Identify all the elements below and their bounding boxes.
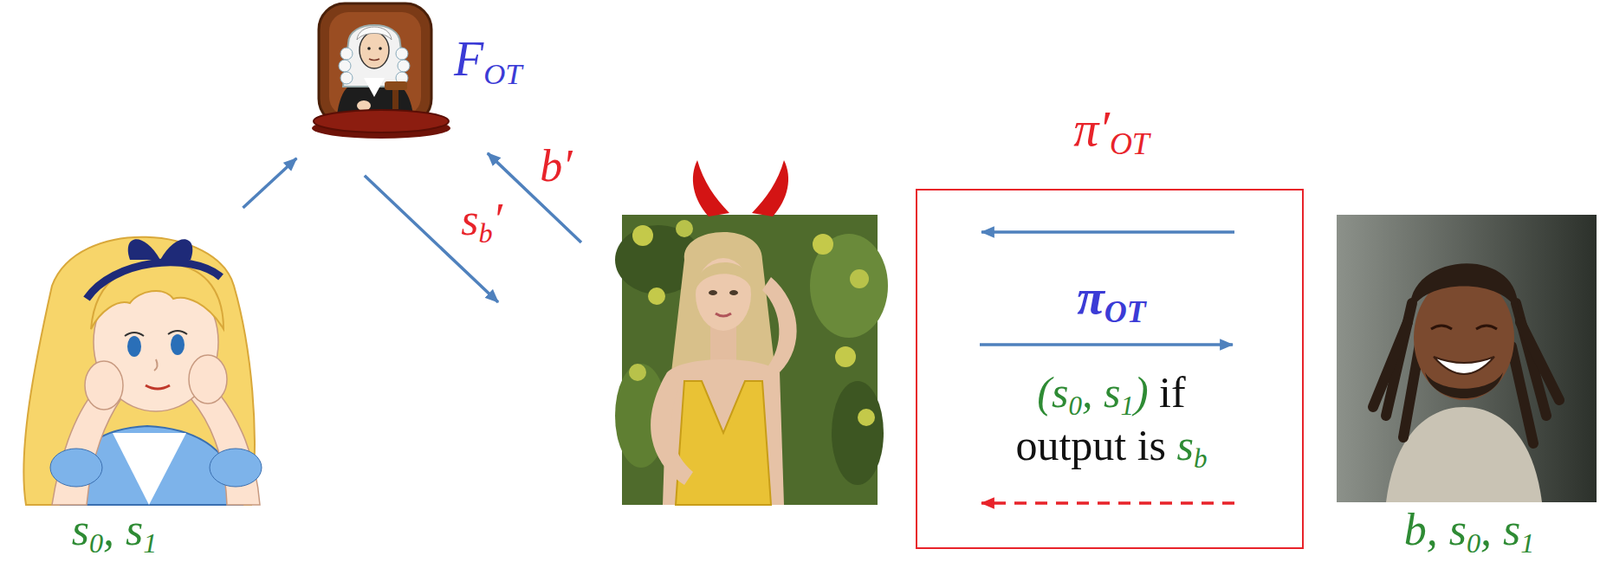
functionality-label: FOT xyxy=(453,31,523,92)
dashed-message-arrow xyxy=(981,501,1235,506)
text-run: OT xyxy=(483,57,522,91)
message-label: b′ xyxy=(536,141,576,191)
adversary-party xyxy=(621,158,878,506)
text-run: s xyxy=(460,194,479,245)
text-run: π′ xyxy=(1073,100,1110,157)
protocol-messages xyxy=(979,232,1235,504)
text-run: 0 xyxy=(1466,527,1481,559)
text-run: OT xyxy=(1109,126,1150,162)
protocol-condition: (s0, s1) if output is sb xyxy=(990,368,1233,475)
protocol-box: π′OTπOT(s0, s1) if output is sb xyxy=(915,188,1304,550)
text-run: OT xyxy=(1104,294,1147,330)
text-run: 1 xyxy=(1520,527,1535,559)
input-label: s0, s1 xyxy=(71,504,158,560)
bob-photo xyxy=(1336,214,1597,503)
message-arrow xyxy=(364,175,499,303)
message-arrow xyxy=(242,158,297,208)
text-run: 1 xyxy=(142,527,157,559)
text-run: 1 xyxy=(1120,390,1134,422)
text-run: b xyxy=(478,217,493,249)
text-run: (s xyxy=(1036,368,1069,417)
text-run: F xyxy=(453,32,484,86)
ideal-functionality: FOT xyxy=(300,0,449,143)
text-run: s xyxy=(1177,421,1194,470)
message-arrow xyxy=(979,343,1233,347)
text-run: 0 xyxy=(1068,390,1082,422)
judge-icon xyxy=(311,3,451,139)
message-label: sb′ xyxy=(457,194,506,249)
text-run: , s xyxy=(103,505,143,555)
text-run: ′ xyxy=(492,194,503,245)
text-run: ) xyxy=(1133,368,1149,417)
text-run: , s xyxy=(1480,505,1521,555)
protocol-heading: π′OT xyxy=(1073,100,1150,162)
adversary-photo xyxy=(615,160,888,506)
message-arrow xyxy=(981,230,1235,234)
text-run: s xyxy=(71,505,90,555)
protocol-name: πOT xyxy=(1076,268,1147,331)
alice-party: s0, s1 xyxy=(0,207,295,506)
text-run: b′ xyxy=(539,141,572,191)
text-run: b, s xyxy=(1404,505,1467,555)
text-run: π xyxy=(1076,268,1105,325)
alice-cartoon xyxy=(23,237,262,506)
input-label: b, s0, s1 xyxy=(1404,504,1536,560)
text-run: , s xyxy=(1081,368,1121,417)
text-run: 0 xyxy=(89,527,104,559)
text-run: b xyxy=(1193,443,1208,474)
bob-party: b, s0, s1 xyxy=(1336,214,1597,503)
